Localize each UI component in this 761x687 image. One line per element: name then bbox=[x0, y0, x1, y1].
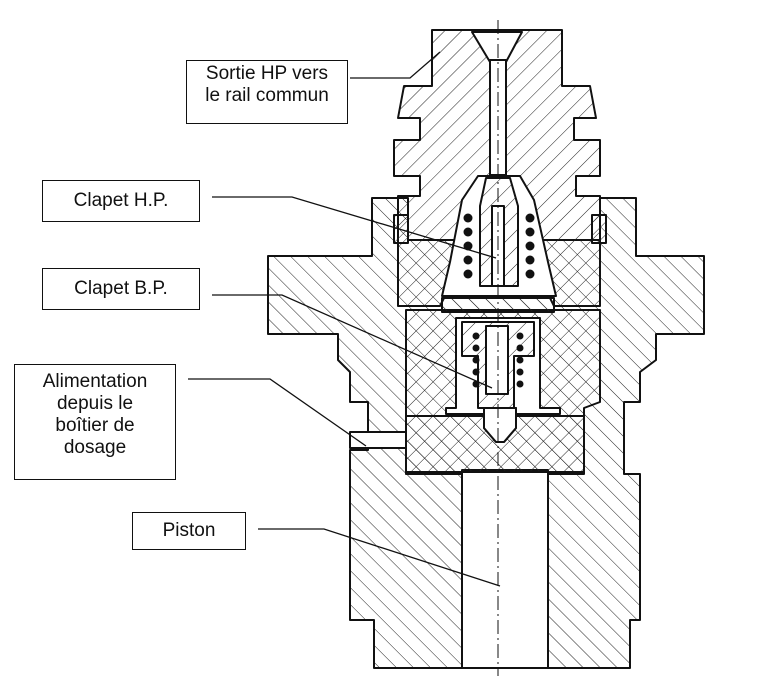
leader-sortie-hp bbox=[350, 51, 441, 79]
piston bbox=[461, 471, 549, 669]
leader-clapet-bp bbox=[212, 294, 493, 389]
hp-spring bbox=[463, 213, 535, 279]
label-sortie-hp: Sortie HP vers le rail commun bbox=[186, 60, 348, 124]
leader-clapet-hp bbox=[212, 196, 497, 259]
o-ring-right bbox=[591, 214, 607, 244]
leader-piston bbox=[258, 528, 501, 587]
label-piston: Piston bbox=[132, 512, 246, 550]
label-clapet-bp: Clapet B.P. bbox=[42, 268, 200, 310]
bp-spring bbox=[472, 332, 524, 388]
label-clapet-hp: Clapet H.P. bbox=[42, 180, 200, 222]
leader-alimentation bbox=[188, 378, 367, 447]
label-alimentation: Alimentation depuis le boîtier de dosage bbox=[14, 364, 176, 480]
